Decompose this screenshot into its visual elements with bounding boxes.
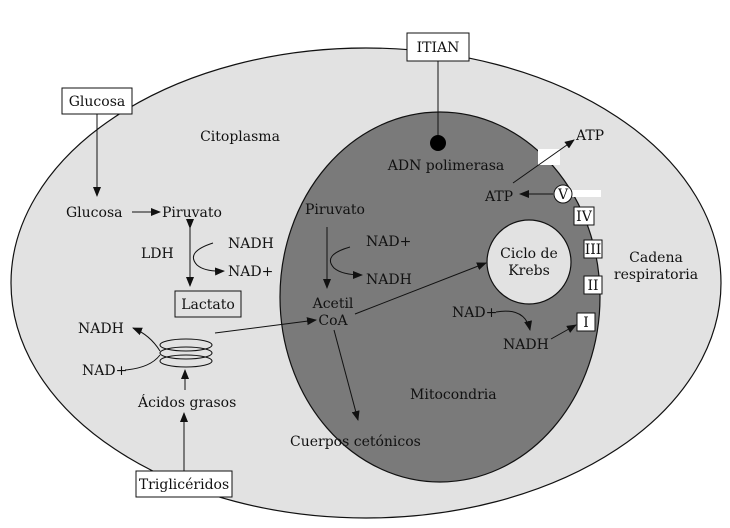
cadena-label-1: Cadena	[629, 250, 683, 266]
glucosa-box	[61, 87, 133, 115]
itian-box	[406, 32, 470, 62]
atp-export-arrow	[512, 139, 575, 184]
citoplasma-label: Citoplasma	[200, 129, 280, 145]
complex-iii-box	[583, 239, 603, 259]
piruvato-mito-label: Piruvato	[305, 202, 365, 218]
lactato-label: Lactato	[181, 297, 235, 313]
complex-iv-box	[573, 206, 595, 226]
mitocondria-label: Mitocondria	[410, 387, 497, 403]
nadh-beta-arrow	[132, 327, 161, 352]
piruvato-cyto-label: Piruvato	[162, 205, 222, 221]
nadh-to-complex-i-arrow	[550, 324, 577, 340]
complex-i-label: I	[583, 315, 589, 331]
ldh-label: LDH	[141, 246, 174, 262]
krebs-cycle-circle	[486, 219, 572, 305]
complex-i-box	[576, 312, 596, 332]
adn-polimerasa-label: ADN polimerasa	[387, 158, 505, 174]
complex-ii-label: II	[587, 278, 598, 294]
itian-inhibitor-dot	[430, 135, 446, 151]
beta-oxidation-spiral	[159, 338, 213, 368]
acidos-grasos-label: Ácidos grasos	[137, 393, 236, 411]
glucosa-box-label: Glucosa	[69, 94, 125, 110]
krebs-label-2: Krebs	[508, 263, 550, 279]
lactato-box	[174, 290, 242, 318]
ketone-arrow	[333, 329, 360, 421]
coa-label: CoA	[318, 313, 348, 329]
complex-iv-label: IV	[576, 209, 593, 225]
nad-beta-label: NAD+	[82, 363, 127, 379]
nad-mito-label: NAD+	[366, 234, 411, 250]
nadh-ldh-label: NADH	[228, 236, 274, 252]
itian-label: ITIAN	[417, 40, 460, 56]
ldh-cofactor-arrow	[193, 242, 225, 276]
complex-v-label: V	[557, 187, 569, 203]
krebs-nadh-arrow	[495, 310, 532, 331]
nad-krebs-label: NAD+	[452, 305, 497, 321]
pdh-cofactor-arrow	[330, 246, 363, 279]
complex-v-stalk	[571, 190, 601, 197]
nad-ldh-label: NAD+	[228, 264, 273, 280]
trigliceridos-label: Triglicéridos	[139, 477, 229, 493]
krebs-label-1: Ciclo de	[500, 246, 558, 262]
complex-ii-box	[583, 275, 603, 295]
acetylcoa-to-krebs-arrow	[354, 262, 487, 315]
cadena-label-2: respiratoria	[614, 267, 698, 283]
atp-out-label: ATP	[575, 128, 604, 144]
nadh-mito-label: NADH	[366, 272, 412, 288]
acetylcoa-entry-arrow	[214, 317, 317, 334]
nadh-beta-label: NADH	[78, 321, 124, 337]
nad-beta-line	[124, 354, 161, 371]
cuerpos-cetonicos-label: Cuerpos cetónicos	[290, 434, 421, 450]
complex-iii-label: III	[585, 242, 602, 258]
complex-v-circle	[553, 184, 573, 204]
nadh-krebs-label: NADH	[503, 337, 549, 353]
mitochondria	[279, 111, 601, 483]
acetil-label: Acetil	[312, 296, 354, 312]
atp-in-label: ATP	[484, 189, 513, 205]
glucosa-label: Glucosa	[66, 205, 122, 221]
